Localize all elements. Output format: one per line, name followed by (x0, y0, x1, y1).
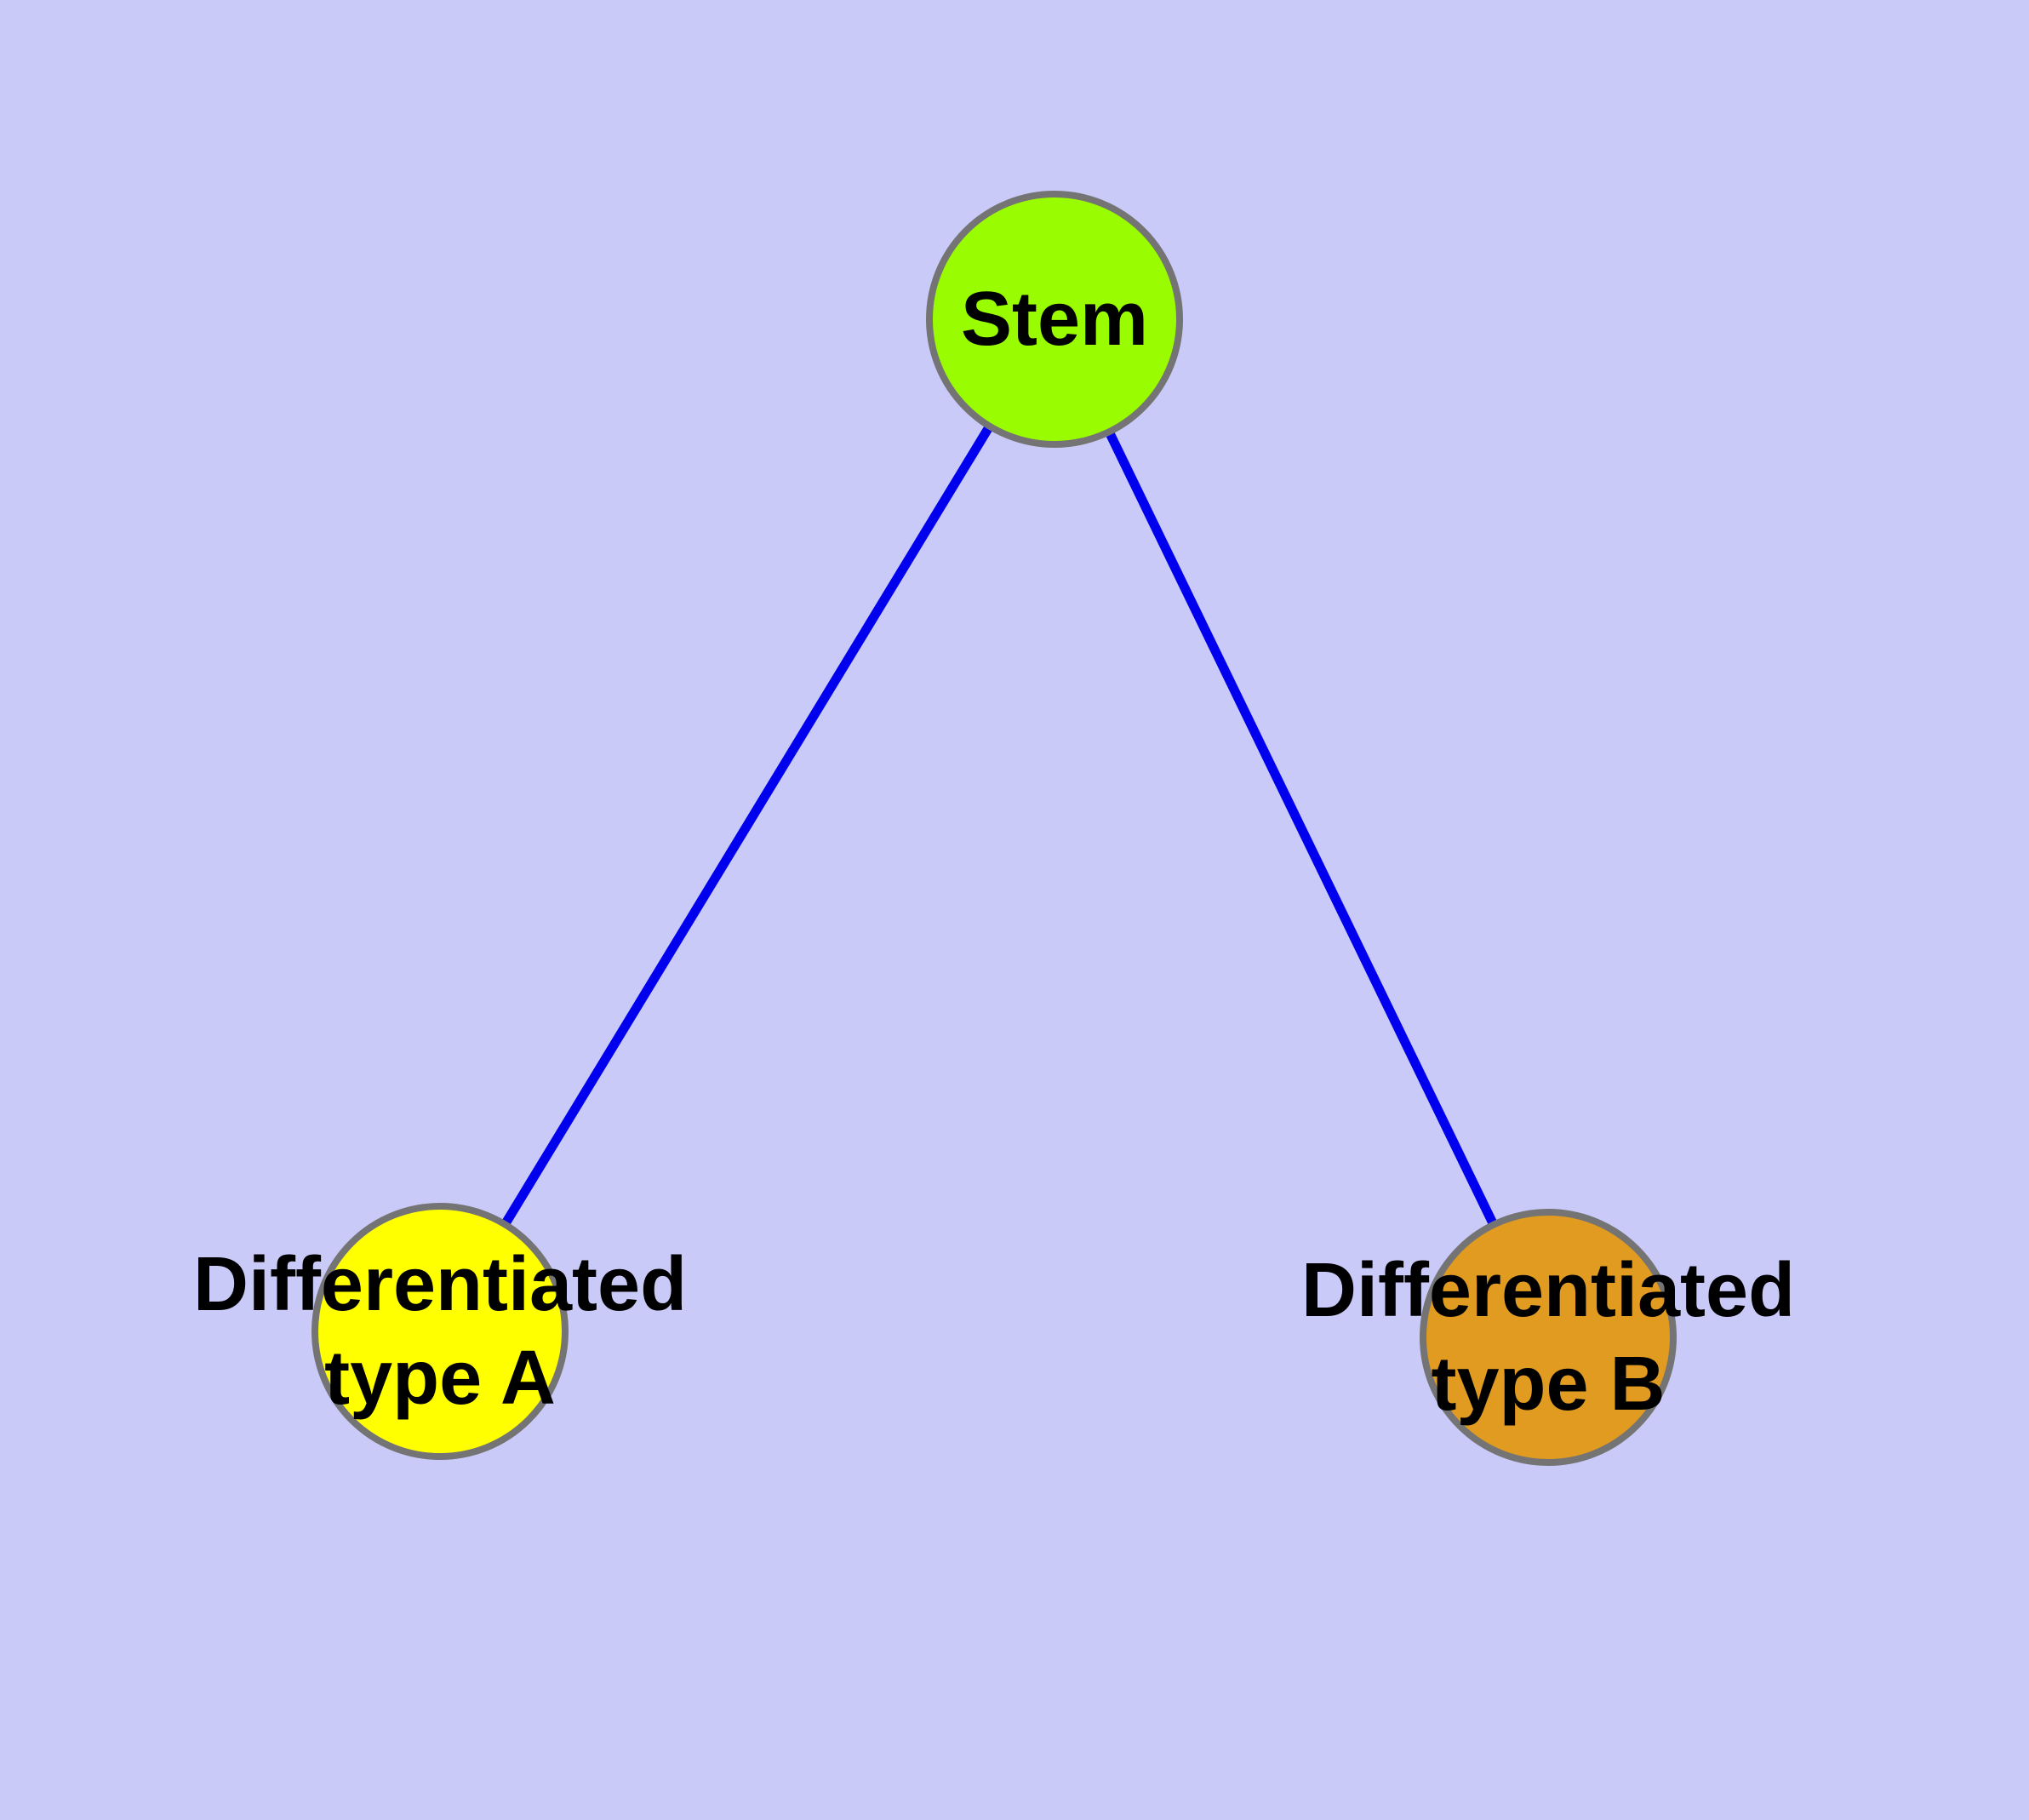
node-differentiated-type-a-label-line-1: Differentiated (192, 1242, 688, 1327)
node-stem-label-line: Stem (960, 277, 1149, 362)
edge-stem-to-type-a (436, 317, 1059, 1334)
node-stem-label: Stem (961, 272, 1148, 366)
node-differentiated-type-b-label-line-2: type B (1431, 1342, 1666, 1427)
node-stem: Stem (926, 191, 1183, 448)
node-differentiated-type-a-label: Differentiated type A (193, 1238, 687, 1425)
node-differentiated-type-b: Differentiated type B (1301, 1209, 1795, 1466)
node-differentiated-type-b-label-line-1: Differentiated (1300, 1248, 1796, 1333)
node-differentiated-type-b-label: Differentiated type B (1301, 1244, 1795, 1431)
edge-stem-to-type-b (1050, 317, 1552, 1340)
node-differentiated-type-a-label-line-2: type A (324, 1336, 556, 1421)
node-differentiated-type-a: Differentiated type A (193, 1203, 687, 1460)
